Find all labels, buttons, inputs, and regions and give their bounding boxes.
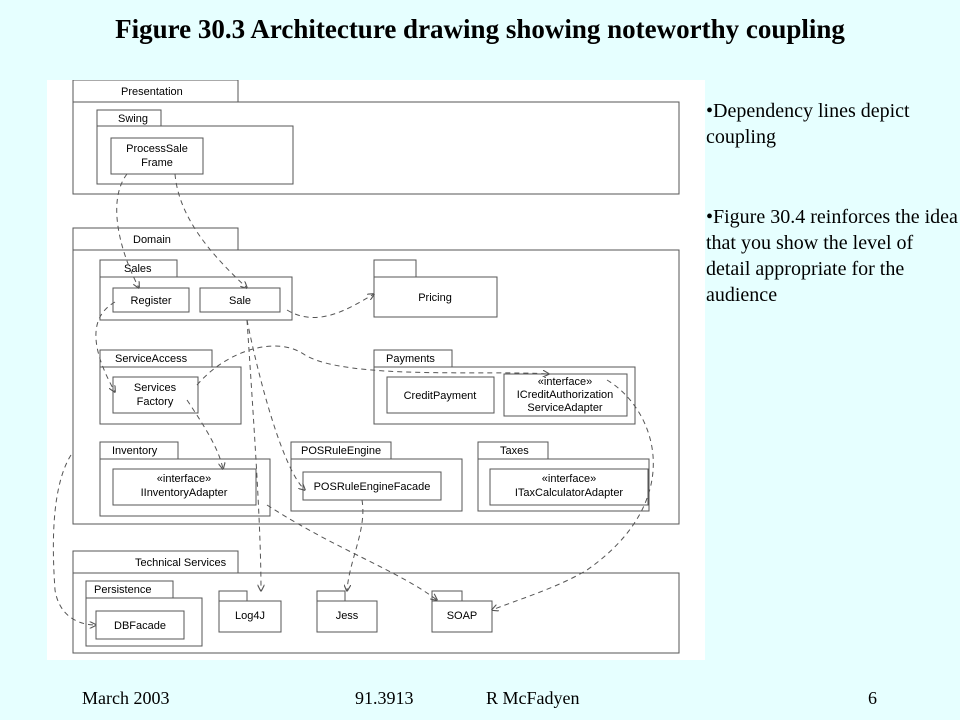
package-pos-rule-engine-label: POSRuleEngine <box>301 445 381 457</box>
package-log4j: Log4J <box>218 590 282 633</box>
db-facade-label: DBFacade <box>114 620 166 632</box>
class-process-sale-frame: ProcessSale Frame <box>110 137 204 175</box>
icredit-adapter-line3: ServiceAdapter <box>527 402 603 414</box>
process-sale-frame-line1: ProcessSale <box>126 143 188 155</box>
package-persistence: Persistence <box>85 580 203 647</box>
bullet-list: •Dependency lines depict coupling •Figur… <box>706 98 958 362</box>
class-services-factory: Services Factory <box>112 376 199 414</box>
layer-technical-services: Technical Services <box>72 550 680 654</box>
layer-presentation: Presentation <box>72 79 680 195</box>
soap-label: SOAP <box>447 610 478 622</box>
class-register: Register <box>112 287 190 313</box>
sale-label: Sale <box>229 295 251 307</box>
iinventory-adapter-line2: IInventoryAdapter <box>141 487 228 499</box>
layer-domain: Domain <box>72 227 680 525</box>
services-factory-line1: Services <box>134 382 177 394</box>
class-itax-adapter: «interface» ITaxCalculatorAdapter <box>489 468 649 506</box>
iinventory-adapter-line1: «interface» <box>157 473 211 485</box>
footer-course: 91.3913 <box>355 688 414 708</box>
layer-technical-label: Technical Services <box>135 557 227 569</box>
package-jess: Jess <box>316 590 378 633</box>
credit-payment-label: CreditPayment <box>404 390 477 402</box>
itax-adapter-line1: «interface» <box>542 473 596 485</box>
class-pricing: Pricing <box>373 259 498 318</box>
package-service-access: ServiceAccess <box>99 349 242 425</box>
icredit-adapter-line1: «interface» <box>538 376 592 388</box>
package-payments-label: Payments <box>386 353 435 365</box>
layer-presentation-label: Presentation <box>121 86 183 98</box>
package-inventory: Inventory <box>99 441 271 517</box>
itax-adapter-line2: ITaxCalculatorAdapter <box>515 487 624 499</box>
jess-label: Jess <box>336 610 359 622</box>
icredit-adapter-line2: ICreditAuthorization <box>517 389 614 401</box>
class-sale: Sale <box>199 287 281 313</box>
package-swing-label: Swing <box>118 113 148 125</box>
bullet-item: •Dependency lines depict coupling <box>706 100 910 148</box>
footer-page-number: 6 <box>868 688 877 708</box>
package-pos-rule-engine: POSRuleEngine <box>290 441 463 512</box>
package-persistence-label: Persistence <box>94 584 151 596</box>
package-taxes-label: Taxes <box>500 445 529 457</box>
class-icredit-adapter: «interface» ICreditAuthorization Service… <box>503 373 628 417</box>
package-payments: Payments <box>373 349 636 425</box>
footer-date: March 2003 <box>82 688 170 708</box>
bullet-item: •Figure 30.4 reinforces the idea that yo… <box>706 206 958 306</box>
class-iinventory-adapter: «interface» IInventoryAdapter <box>112 468 257 506</box>
package-swing: Swing <box>96 109 294 185</box>
class-db-facade: DBFacade <box>95 610 185 640</box>
package-taxes: Taxes <box>477 441 650 512</box>
log4j-label: Log4J <box>235 610 265 622</box>
class-credit-payment: CreditPayment <box>386 376 495 414</box>
package-service-access-label: ServiceAccess <box>115 353 188 365</box>
process-sale-frame-line2: Frame <box>141 157 173 169</box>
layer-domain-label: Domain <box>133 234 171 246</box>
pricing-label: Pricing <box>418 292 452 304</box>
footer-author: R McFadyen <box>486 688 580 708</box>
pos-rule-engine-facade-label: POSRuleEngineFacade <box>314 481 431 493</box>
architecture-diagram: Presentation Swing ProcessSale Frame Dom… <box>47 79 705 660</box>
package-sales: Sales <box>99 259 293 321</box>
services-factory-line2: Factory <box>137 396 174 408</box>
package-soap: SOAP <box>431 590 493 633</box>
package-inventory-label: Inventory <box>112 445 158 457</box>
register-label: Register <box>131 295 172 307</box>
dependency-lines <box>52 173 654 625</box>
class-pos-rule-engine-facade: POSRuleEngineFacade <box>302 471 442 501</box>
slide-title: Figure 30.3 Architecture drawing showing… <box>115 14 845 44</box>
